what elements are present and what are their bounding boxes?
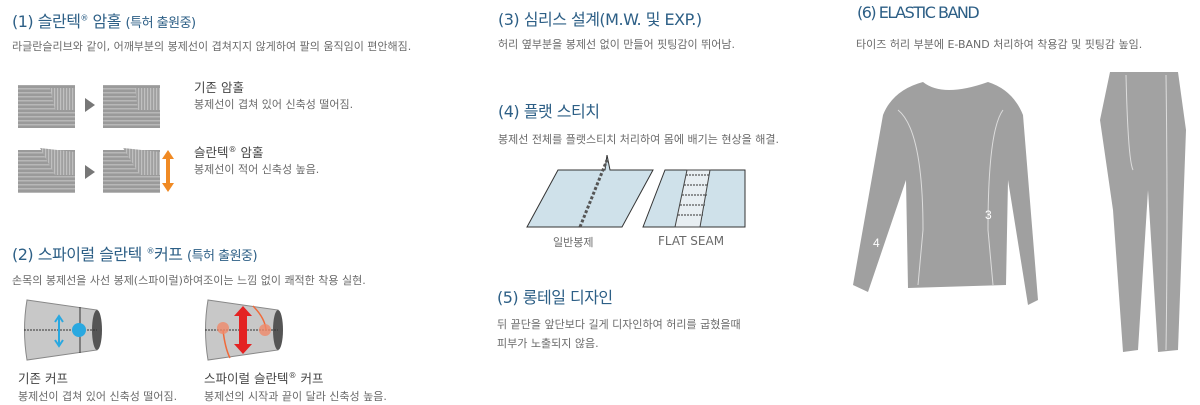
marker-3: 3	[985, 208, 992, 222]
section3-desc: 허리 옆부분을 봉제선 없이 만들어 핏팅감이 뛰어남.	[498, 38, 735, 51]
section3-title: (3) 심리스 설계(M.W. 및 EXP.)	[498, 10, 702, 29]
marker-4: 4	[873, 236, 880, 250]
armhole-illustration	[18, 85, 160, 193]
armhole-slantech-title: 슬란텍® 암홀	[194, 144, 264, 160]
flat-seam-diagram	[526, 155, 746, 228]
section6-title: (6) ELASTIC BAND	[857, 3, 980, 22]
normal-seam-label: 일반봉제	[553, 236, 594, 249]
flat-seam-label: FLAT SEAM	[658, 234, 725, 248]
section1-desc: 라글란슬리브와 같이, 어깨부분의 봉제선이 겹쳐지지 않게하여 팔의 움직임이…	[12, 40, 412, 53]
section5-title: (5) 롱테일 디자인	[497, 288, 613, 307]
section1-title: (1) 슬란텍® 암홀 (특허 출원중)	[12, 12, 196, 31]
spiral-cuff-illustration	[205, 299, 283, 361]
existing-cuff-desc: 봉제선이 겹쳐 있어 신축성 떨어짐.	[18, 390, 178, 403]
existing-cuff-illustration	[24, 299, 102, 361]
existing-cuff-title: 기존 커프	[18, 371, 68, 386]
section6-desc: 타이즈 허리 부분에 E-BAND 처리하여 착용감 및 핏팅감 높임.	[856, 38, 1143, 51]
section4-title: (4) 플랫 스티치	[498, 102, 600, 121]
marker-2: 2	[1018, 293, 1025, 307]
section5-desc-2: 피부가 노출되지 않음.	[497, 337, 599, 350]
section2-desc: 손목의 봉제선을 사선 봉제(스파이럴)하여조이는 느낌 없이 쾌적한 착용 실…	[12, 274, 366, 287]
armhole-slantech-desc: 봉제선이 적어 신축성 높음.	[194, 163, 320, 176]
marker-5: 5	[953, 285, 960, 299]
section4-desc: 봉제선 전체를 플랫스티치 처리하여 몸에 배기는 현상을 해결.	[498, 133, 779, 146]
section5-desc-1: 뒤 끝단을 앞단보다 길게 디자인하여 허리를 굽혔을때	[497, 318, 741, 331]
product-image	[853, 72, 1186, 352]
stretch-arrow-icon	[162, 150, 174, 192]
armhole-existing-title: 기존 암홀	[194, 80, 244, 95]
section2-title: (2) 스파이럴 슬란텍 ®커프 (특허 출원중)	[12, 245, 258, 264]
armhole-existing-desc: 봉제선이 겹쳐 있어 신축성 떨어짐.	[194, 98, 354, 111]
spiral-cuff-desc: 봉제선의 시작과 끝이 달라 신축성 높음.	[204, 390, 387, 403]
spiral-cuff-title: 스파이럴 슬란텍® 커프	[204, 370, 324, 386]
